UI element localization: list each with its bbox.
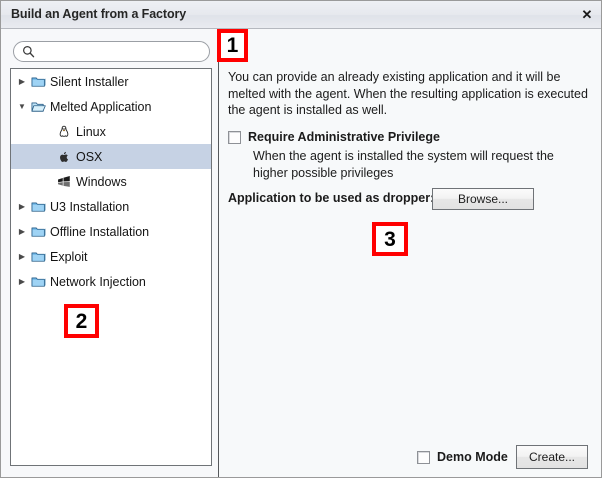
folder-closed-icon: [29, 249, 47, 264]
tree-item-exploit[interactable]: ▶ Exploit: [11, 244, 211, 269]
chevron-right-icon[interactable]: ▶: [18, 226, 26, 236]
annotation-callout-3: 3: [372, 222, 408, 256]
folder-closed-icon: [29, 224, 47, 239]
tree-item-silent-installer[interactable]: ▶ Silent Installer: [11, 69, 211, 94]
browse-button[interactable]: Browse...: [432, 188, 534, 210]
tree-item-label: Windows: [76, 174, 127, 189]
chevron-right-icon[interactable]: ▶: [18, 276, 26, 286]
demo-mode-checkbox[interactable]: [417, 450, 430, 464]
tree-item-network-injection[interactable]: ▶ Network Injection: [11, 269, 211, 294]
tree-item-osx[interactable]: OSX: [11, 144, 211, 169]
require-admin-privilege-label: Require Administrative Privilege: [248, 130, 440, 144]
annotation-callout-2: 2: [64, 304, 99, 338]
tree-item-label: Silent Installer: [50, 74, 129, 89]
tree-item-label: Offline Installation: [50, 224, 150, 239]
search-field-wrapper: [13, 41, 210, 62]
folder-closed-icon: [29, 199, 47, 214]
close-icon[interactable]: ✕: [581, 7, 593, 22]
tree-item-label: Exploit: [50, 249, 88, 264]
windows-icon: [55, 175, 73, 189]
details-panel: You can provide an already existing appl…: [219, 30, 601, 477]
dropper-label: Application to be used as dropper:: [228, 191, 435, 205]
apple-icon: [55, 150, 73, 164]
folder-open-icon: [29, 99, 47, 114]
folder-closed-icon: [29, 74, 47, 89]
tree-item-windows[interactable]: Windows: [11, 169, 211, 194]
title-bar: Build an Agent from a Factory ✕: [1, 1, 601, 29]
description-text: You can provide an already existing appl…: [228, 70, 588, 117]
tree-item-u3-installation[interactable]: ▶ U3 Installation: [11, 194, 211, 219]
chevron-right-icon[interactable]: ▶: [18, 251, 26, 261]
tree-item-offline-installation[interactable]: ▶ Offline Installation: [11, 219, 211, 244]
tree-item-linux[interactable]: Linux: [11, 119, 211, 144]
folder-closed-icon: [29, 274, 47, 289]
tree-item-label: Melted Application: [50, 99, 152, 114]
annotation-callout-1: 1: [217, 29, 248, 62]
demo-mode-label: Demo Mode: [437, 450, 508, 464]
create-button[interactable]: Create...: [516, 445, 588, 469]
tree-item-label: Linux: [76, 124, 106, 139]
window-title: Build an Agent from a Factory: [11, 7, 187, 21]
demo-mode-row[interactable]: Demo Mode: [417, 450, 508, 464]
search-input[interactable]: [13, 41, 210, 62]
require-admin-privilege-row[interactable]: Require Administrative Privilege: [228, 130, 440, 144]
linux-penguin-icon: [55, 125, 73, 139]
tree-item-label: U3 Installation: [50, 199, 130, 214]
require-admin-privilege-checkbox[interactable]: [228, 130, 241, 144]
tree-item-label: Network Injection: [50, 274, 146, 289]
chevron-down-icon[interactable]: ▼: [18, 101, 26, 111]
chevron-right-icon[interactable]: ▶: [18, 76, 26, 86]
require-admin-privilege-note: When the agent is installed the system w…: [253, 149, 554, 180]
tree-item-melted-application[interactable]: ▼ Melted Application: [11, 94, 211, 119]
tree-item-label: OSX: [76, 149, 103, 164]
chevron-right-icon[interactable]: ▶: [18, 201, 26, 211]
panel-divider: [218, 29, 219, 477]
